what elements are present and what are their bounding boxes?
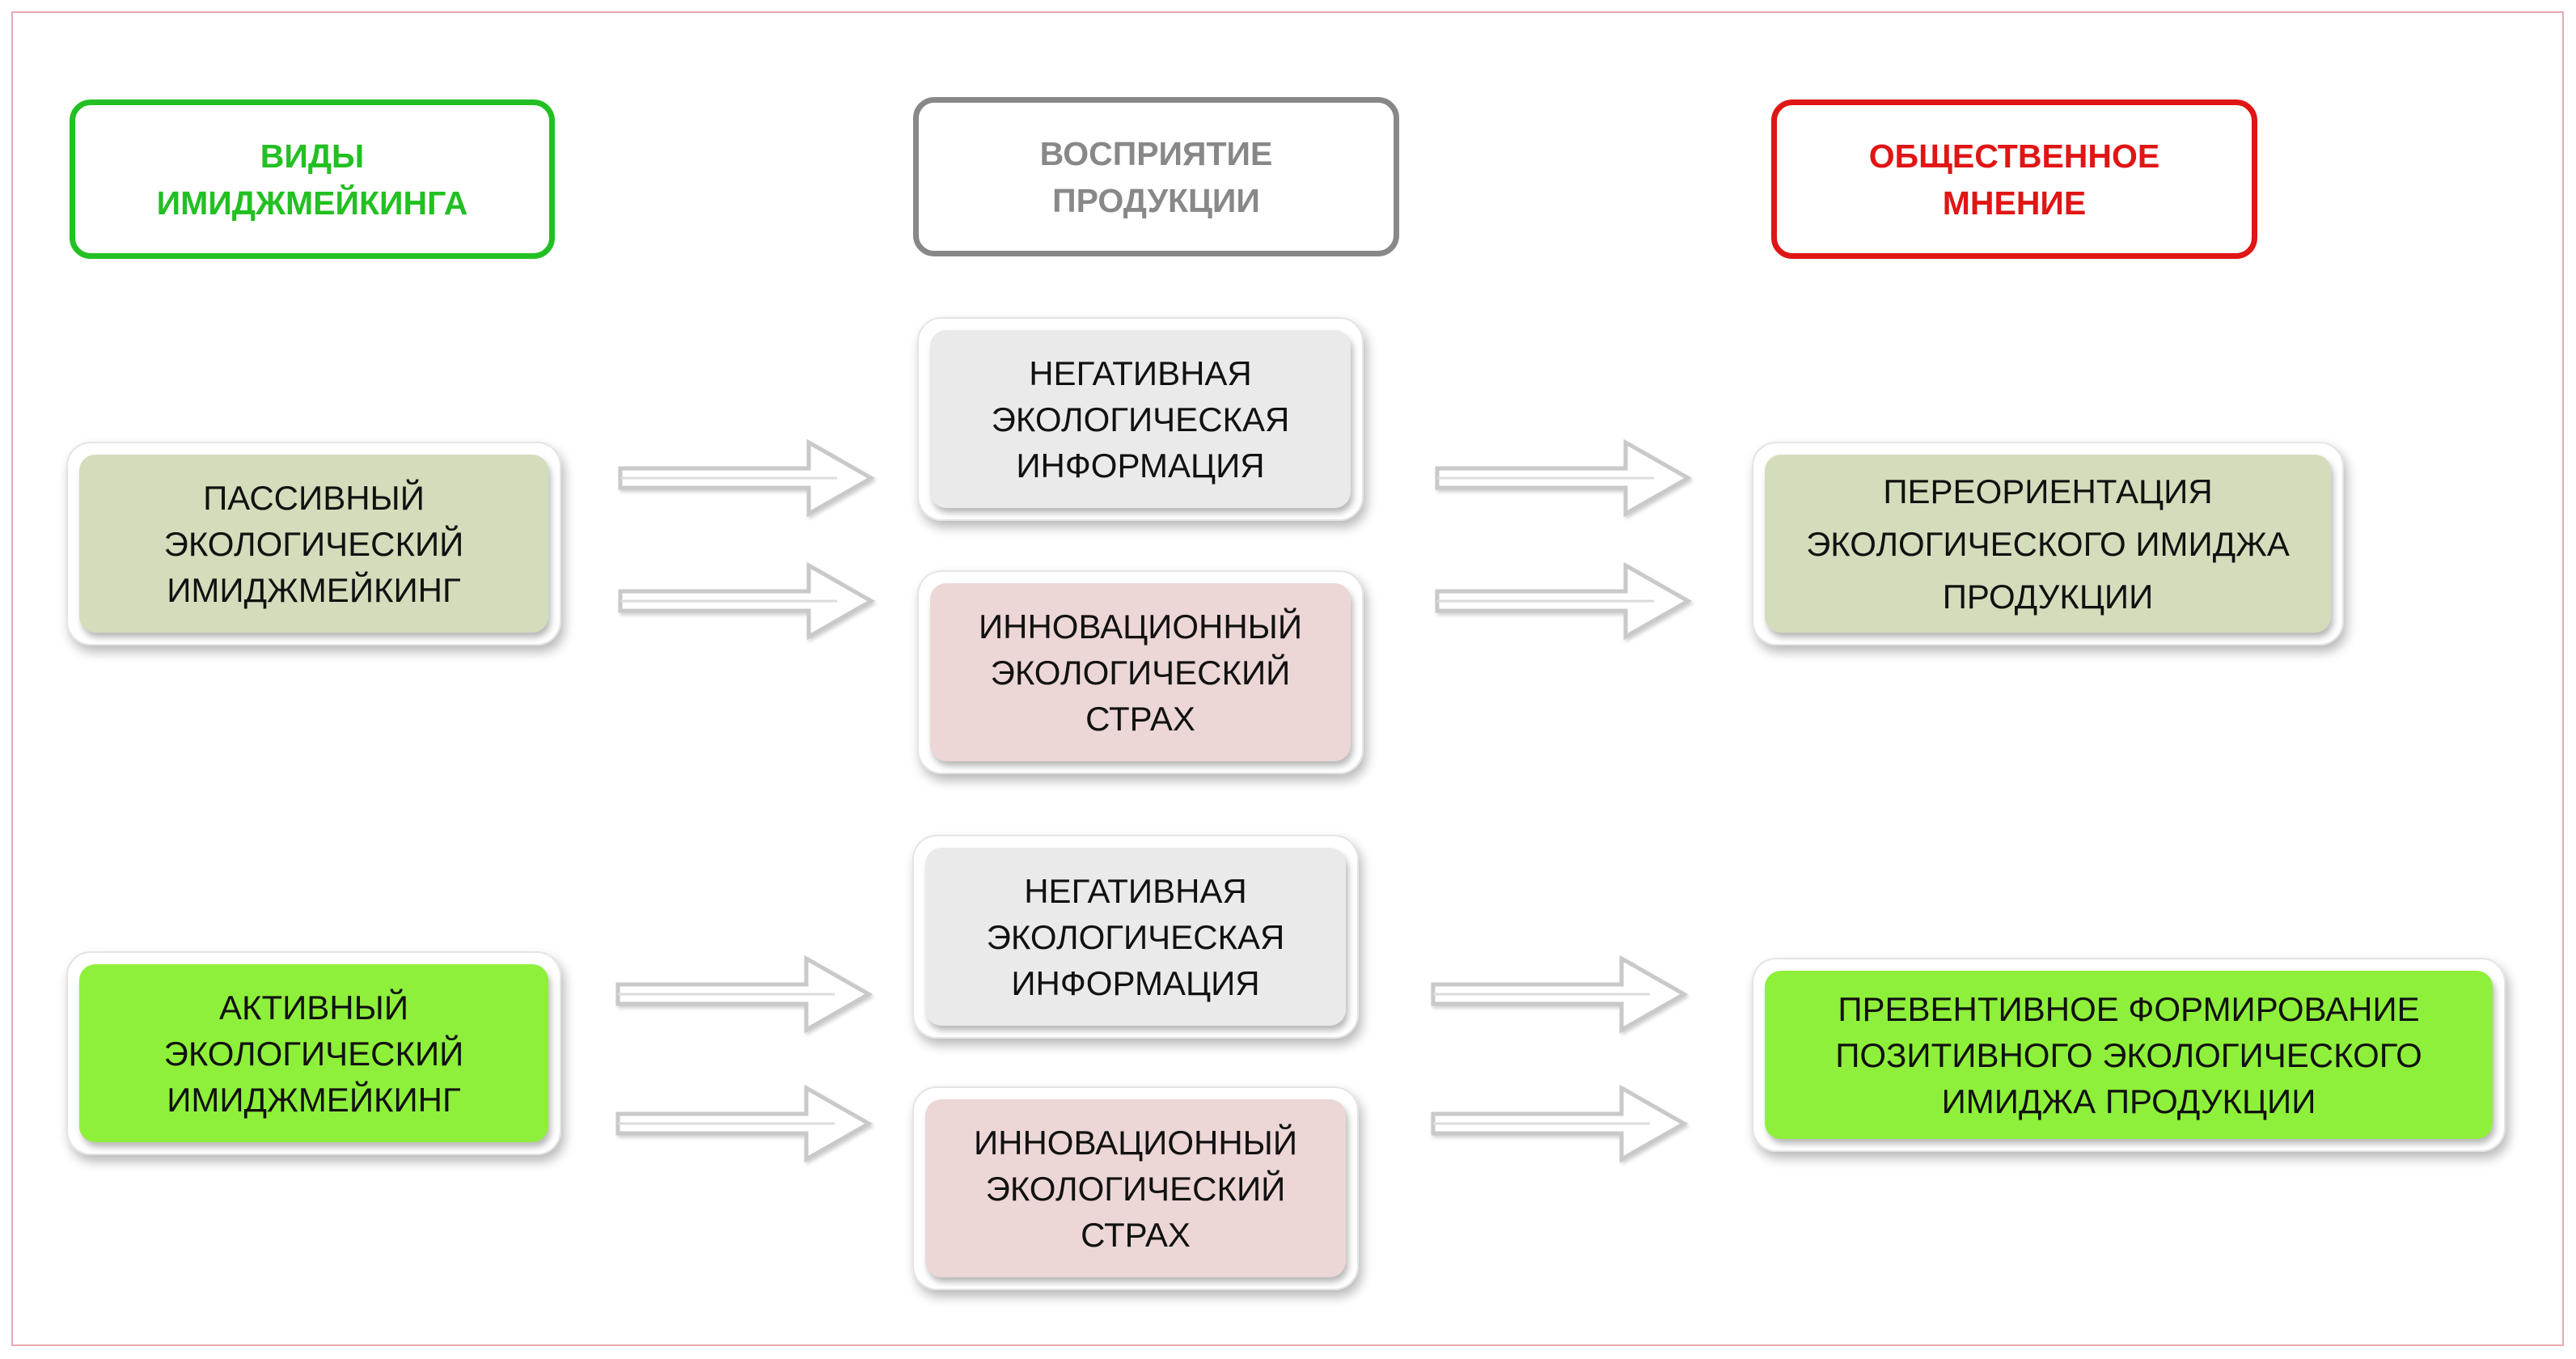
box-row2-innovation-fear: ИННОВАЦИОННЫЙ ЭКОЛОГИЧЕСКИЙ СТРАХ bbox=[912, 1086, 1359, 1290]
box-row2-negative-info: НЕГАТИВНАЯ ЭКОЛОГИЧЕСКАЯ ИНФОРМАЦИЯ bbox=[912, 835, 1359, 1039]
box-preventive-image-formation-inner: ПРЕВЕНТИВНОЕ ФОРМИРОВАНИЕ ПОЗИТИВНОГО ЭК… bbox=[1765, 971, 2493, 1139]
box-row1-innovation-fear: ИННОВАЦИОННЫЙ ЭКОЛОГИЧЕСКИЙ СТРАХ bbox=[917, 570, 1364, 774]
double-line-right-arrow-icon bbox=[1435, 561, 1694, 641]
box-active-imagemaking: АКТИВНЫЙ ЭКОЛОГИЧЕСКИЙ ИМИДЖМЕЙКИНГ bbox=[66, 951, 561, 1155]
box-active-imagemaking-inner: АКТИВНЫЙ ЭКОЛОГИЧЕСКИЙ ИМИДЖМЕЙКИНГ bbox=[79, 964, 548, 1142]
header-product-perception: ВОСПРИЯТИЕ ПРОДУКЦИИ bbox=[913, 97, 1399, 256]
box-row2-negative-info-inner: НЕГАТИВНАЯ ЭКОЛОГИЧЕСКАЯ ИНФОРМАЦИЯ bbox=[925, 848, 1346, 1026]
box-image-reorientation-label: ПЕРЕОРИЕНТАЦИЯ ЭКОЛОГИЧЕСКОГО ИМИДЖА ПРО… bbox=[1806, 472, 2290, 616]
box-row2-negative-info-label: НЕГАТИВНАЯ ЭКОЛОГИЧЕСКАЯ ИНФОРМАЦИЯ bbox=[986, 871, 1285, 1002]
box-image-reorientation-inner: ПЕРЕОРИЕНТАЦИЯ ЭКОЛОГИЧЕСКОГО ИМИДЖА ПРО… bbox=[1765, 455, 2331, 633]
box-row1-innovation-fear-inner: ИННОВАЦИОННЫЙ ЭКОЛОГИЧЕСКИЙ СТРАХ bbox=[930, 583, 1351, 761]
box-image-reorientation: ПЕРЕОРИЕНТАЦИЯ ЭКОЛОГИЧЕСКОГО ИМИДЖА ПРО… bbox=[1752, 442, 2344, 646]
box-passive-imagemaking: ПАССИВНЫЙ ЭКОЛОГИЧЕСКИЙ ИМИДЖМЕЙКИНГ bbox=[66, 442, 561, 646]
box-row1-negative-info: НЕГАТИВНАЯ ЭКОЛОГИЧЕСКАЯ ИНФОРМАЦИЯ bbox=[917, 317, 1364, 521]
box-row1-negative-info-label: НЕГАТИВНАЯ ЭКОЛОГИЧЕСКАЯ ИНФОРМАЦИЯ bbox=[991, 354, 1290, 485]
header-imagemaking-types-label: ВИДЫ ИМИДЖМЕЙКИНГА bbox=[156, 137, 468, 222]
box-passive-imagemaking-label: ПАССИВНЫЙ ЭКОЛОГИЧЕСКИЙ ИМИДЖМЕЙКИНГ bbox=[163, 478, 464, 609]
header-product-perception-label: ВОСПРИЯТИЕ ПРОДУКЦИИ bbox=[1039, 134, 1273, 219]
box-row1-innovation-fear-label: ИННОВАЦИОННЫЙ ЭКОЛОГИЧЕСКИЙ СТРАХ bbox=[978, 607, 1303, 738]
double-line-right-arrow-icon bbox=[618, 561, 878, 641]
header-imagemaking-types: ВИДЫ ИМИДЖМЕЙКИНГА bbox=[70, 99, 555, 259]
header-public-opinion: ОБЩЕСТВЕННОЕ МНЕНИЕ bbox=[1771, 99, 2257, 259]
double-line-right-arrow-icon bbox=[1431, 954, 1690, 1035]
box-row2-innovation-fear-inner: ИННОВАЦИОННЫЙ ЭКОЛОГИЧЕСКИЙ СТРАХ bbox=[925, 1099, 1346, 1277]
box-row1-negative-info-inner: НЕГАТИВНАЯ ЭКОЛОГИЧЕСКАЯ ИНФОРМАЦИЯ bbox=[930, 330, 1351, 508]
box-passive-imagemaking-inner: ПАССИВНЫЙ ЭКОЛОГИЧЕСКИЙ ИМИДЖМЕЙКИНГ bbox=[79, 455, 548, 633]
box-preventive-image-formation-label: ПРЕВЕНТИВНОЕ ФОРМИРОВАНИЕ ПОЗИТИВНОГО ЭК… bbox=[1835, 989, 2422, 1120]
box-preventive-image-formation: ПРЕВЕНТИВНОЕ ФОРМИРОВАНИЕ ПОЗИТИВНОГО ЭК… bbox=[1752, 958, 2506, 1152]
diagram-frame bbox=[11, 11, 2564, 1346]
header-public-opinion-label: ОБЩЕСТВЕННОЕ МНЕНИЕ bbox=[1868, 137, 2160, 222]
double-line-right-arrow-icon bbox=[615, 1083, 875, 1164]
double-line-right-arrow-icon bbox=[618, 438, 878, 519]
box-row2-innovation-fear-label: ИННОВАЦИОННЫЙ ЭКОЛОГИЧЕСКИЙ СТРАХ bbox=[973, 1123, 1298, 1254]
double-line-right-arrow-icon bbox=[1431, 1083, 1690, 1164]
double-line-right-arrow-icon bbox=[1435, 438, 1694, 519]
box-active-imagemaking-label: АКТИВНЫЙ ЭКОЛОГИЧЕСКИЙ ИМИДЖМЕЙКИНГ bbox=[163, 988, 464, 1119]
double-line-right-arrow-icon bbox=[615, 954, 875, 1035]
